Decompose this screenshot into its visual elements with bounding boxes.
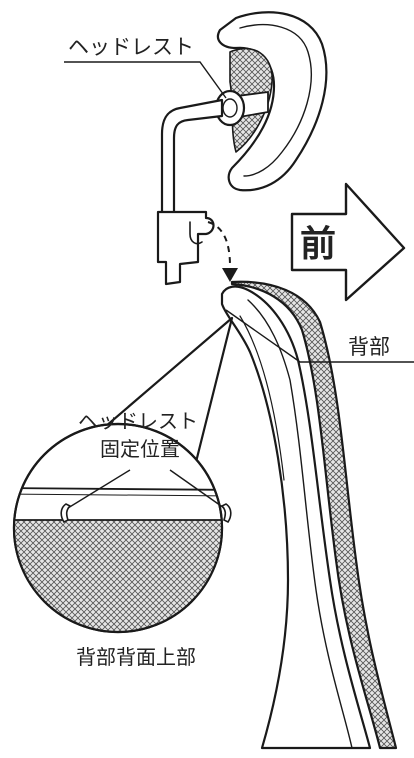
backrest-illustration (220, 280, 398, 750)
fixing-position-label-line1: ヘッドレスト (78, 409, 198, 433)
headrest-label: ヘッドレスト (68, 35, 194, 59)
headrest-illustration (156, 11, 328, 286)
front-label: 前 (300, 224, 336, 265)
fixing-position-label-line2: 固定位置 (100, 437, 180, 461)
fixing-slot-right (220, 503, 232, 524)
detail-callout (12, 316, 234, 634)
backrest-label: 背部 (348, 335, 390, 359)
leader-lines (64, 61, 414, 363)
back-upper-rear-label: 背部背面上部 (76, 645, 196, 669)
fixing-slot-left (60, 503, 72, 524)
insertion-arrow (207, 221, 238, 282)
front-arrow: 前 (290, 182, 406, 302)
